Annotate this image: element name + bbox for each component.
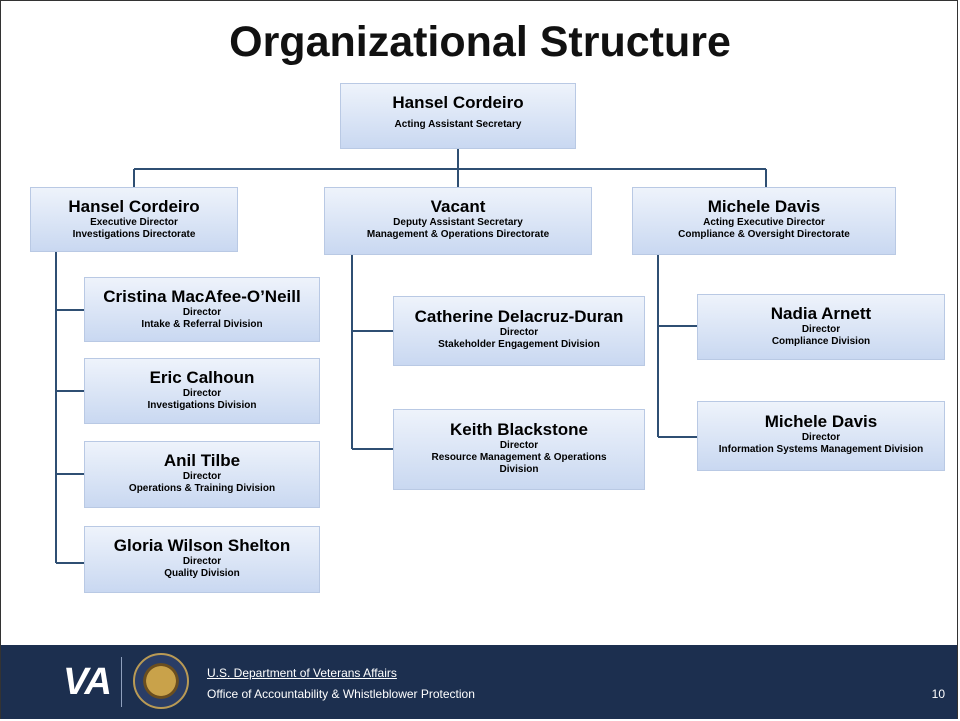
person-name: Keith Blackstone: [450, 420, 588, 439]
person-role: Director: [801, 432, 841, 443]
person-role: Executive Director: [90, 217, 178, 228]
person-name: Cristina MacAfee-O’Neill: [103, 287, 301, 306]
person-name: Catherine Delacruz-Duran: [414, 307, 624, 326]
person-role: Director: [182, 556, 222, 567]
org-unit: Investigations Directorate: [72, 229, 196, 240]
person-role: Director: [499, 440, 539, 451]
person-role: Deputy Assistant Secretary: [393, 217, 523, 228]
person-role: Director: [182, 307, 222, 318]
org-box-intake-referral-division: Cristina MacAfee-O’Neill Director Intake…: [84, 277, 320, 342]
person-role: Director: [182, 471, 222, 482]
org-box-investigations-directorate: Hansel Cordeiro Executive Director Inves…: [30, 187, 238, 252]
person-name: Hansel Cordeiro: [392, 93, 524, 112]
person-name: Eric Calhoun: [149, 368, 255, 387]
org-box-resource-management-operations-division: Keith Blackstone Director Resource Manag…: [393, 409, 645, 490]
org-unit: Investigations Division: [147, 400, 257, 411]
org-box-quality-division: Gloria Wilson Shelton Director Quality D…: [84, 526, 320, 593]
footer-divider: [121, 657, 122, 707]
person-name: Gloria Wilson Shelton: [113, 536, 291, 555]
org-box-acting-assistant-secretary: Hansel Cordeiro Acting Assistant Secreta…: [340, 83, 576, 149]
org-unit: Intake & Referral Division: [141, 319, 263, 330]
person-name: Michele Davis: [764, 412, 878, 431]
slide-title: Organizational Structure: [229, 18, 731, 66]
person-name: Nadia Arnett: [770, 304, 872, 323]
org-unit: Management & Operations Directorate: [366, 229, 550, 240]
org-box-management-operations-directorate: Vacant Deputy Assistant Secretary Manage…: [324, 187, 592, 255]
org-unit: Quality Division: [164, 568, 240, 579]
org-unit: Information Systems Management Division: [718, 444, 924, 455]
org-unit: Operations & Training Division: [128, 483, 276, 494]
va-seal-icon: [133, 653, 189, 709]
footer-bar: VA U.S. Department of Veterans Affairs O…: [1, 645, 957, 719]
person-name: Vacant: [430, 197, 486, 216]
org-unit: Stakeholder Engagement Division: [438, 339, 600, 350]
org-box-information-systems-management-division: Michele Davis Director Information Syste…: [697, 401, 945, 471]
person-name: Michele Davis: [707, 197, 821, 216]
org-unit: Resource Management & Operations Divisio…: [431, 452, 607, 475]
person-role: Acting Assistant Secretary: [394, 119, 522, 130]
person-name: Anil Tilbe: [163, 451, 241, 470]
org-unit: Compliance & Oversight Directorate: [678, 229, 850, 240]
person-role: Acting Executive Director: [703, 217, 825, 228]
org-unit: Compliance Division: [771, 336, 871, 347]
footer-office-name: Office of Accountability & Whistleblower…: [207, 687, 475, 701]
org-box-stakeholder-engagement-division: Catherine Delacruz-Duran Director Stakeh…: [393, 296, 645, 366]
org-box-compliance-oversight-directorate: Michele Davis Acting Executive Director …: [632, 187, 896, 255]
org-box-operations-training-division: Anil Tilbe Director Operations & Trainin…: [84, 441, 320, 508]
page-number: 10: [931, 687, 945, 701]
person-role: Director: [801, 324, 841, 335]
org-box-investigations-division: Eric Calhoun Director Investigations Div…: [84, 358, 320, 424]
footer-department-link[interactable]: U.S. Department of Veterans Affairs: [207, 666, 397, 680]
va-logo: VA: [63, 661, 112, 703]
org-box-compliance-division: Nadia Arnett Director Compliance Divisio…: [697, 294, 945, 360]
person-role: Director: [499, 327, 539, 338]
person-name: Hansel Cordeiro: [68, 197, 200, 216]
person-role: Director: [182, 388, 222, 399]
